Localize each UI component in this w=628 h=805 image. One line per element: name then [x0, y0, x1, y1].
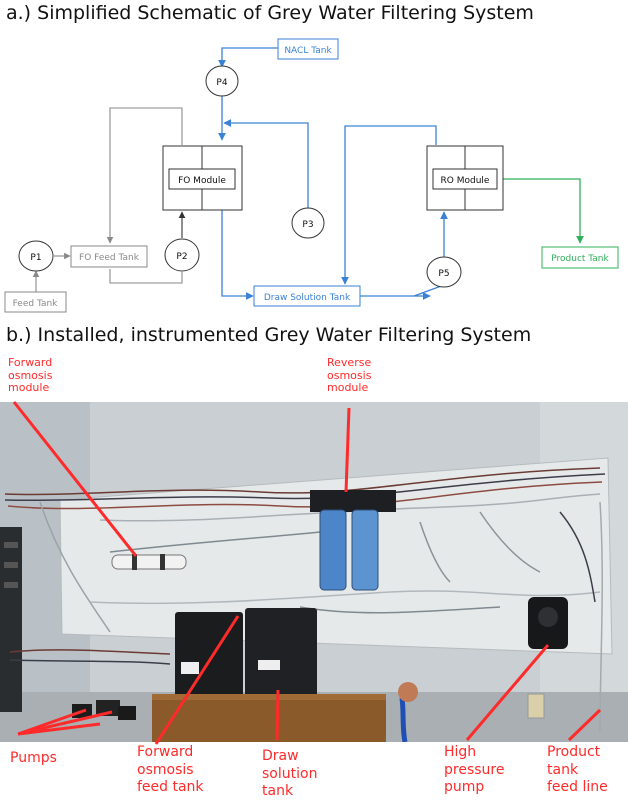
callout-product-tank-feed-line: Product tank feed line [547, 744, 608, 795]
ro-module-label: RO Module [441, 176, 490, 186]
callout-forward-osmosis-module: Forward osmosis module [8, 356, 53, 395]
pump-p3-label: P3 [302, 220, 313, 230]
pump-p5-label: P5 [438, 269, 449, 279]
fo-feed-tank-label: FO Feed Tank [79, 253, 140, 263]
draw-solution-tank-label: Draw Solution Tank [264, 293, 351, 303]
fo-feed-tank-box [70, 245, 148, 268]
fo-module-label: FO Module [178, 176, 226, 186]
installation-photo [0, 402, 628, 742]
schematic-diagram: NACL Tank P4 FO Module P3 RO Module P1 F… [4, 38, 619, 313]
product-tank-label: Product Tank [551, 254, 609, 264]
pump-p4 [205, 65, 239, 97]
draw-solution-tank-box [253, 285, 361, 307]
product-tank-box [541, 246, 619, 269]
pump-p1 [18, 240, 54, 272]
schematic-heading: a.) Simplified Schematic of Grey Water F… [6, 2, 534, 24]
pump-p2-label: P2 [176, 252, 187, 262]
callout-high-pressure-pump: High pressure pump [444, 744, 505, 795]
nacl-tank-box [277, 38, 339, 60]
pump-p4-label: P4 [216, 78, 227, 88]
pump-p3 [291, 207, 325, 239]
product-line [503, 178, 584, 244]
feed-lines [32, 107, 183, 292]
draw-solution-lines [218, 47, 448, 300]
photo-heading: b.) Installed, instrumented Grey Water F… [6, 324, 532, 346]
pump-p5 [426, 256, 462, 288]
callout-reverse-osmosis-module: Reverse osmosis module [327, 356, 372, 395]
callout-forward-osmosis-feed-tank: Forward osmosis feed tank [137, 744, 204, 795]
callout-pumps: Pumps [10, 750, 57, 766]
nacl-tank-label: NACL Tank [284, 46, 332, 56]
feed-tank-label: Feed Tank [13, 299, 59, 309]
pump-p1-label: P1 [30, 253, 41, 263]
callout-draw-solution-tank: Draw solution tank [262, 748, 318, 799]
pump-p2 [164, 238, 200, 272]
feed-tank-box [4, 291, 67, 313]
